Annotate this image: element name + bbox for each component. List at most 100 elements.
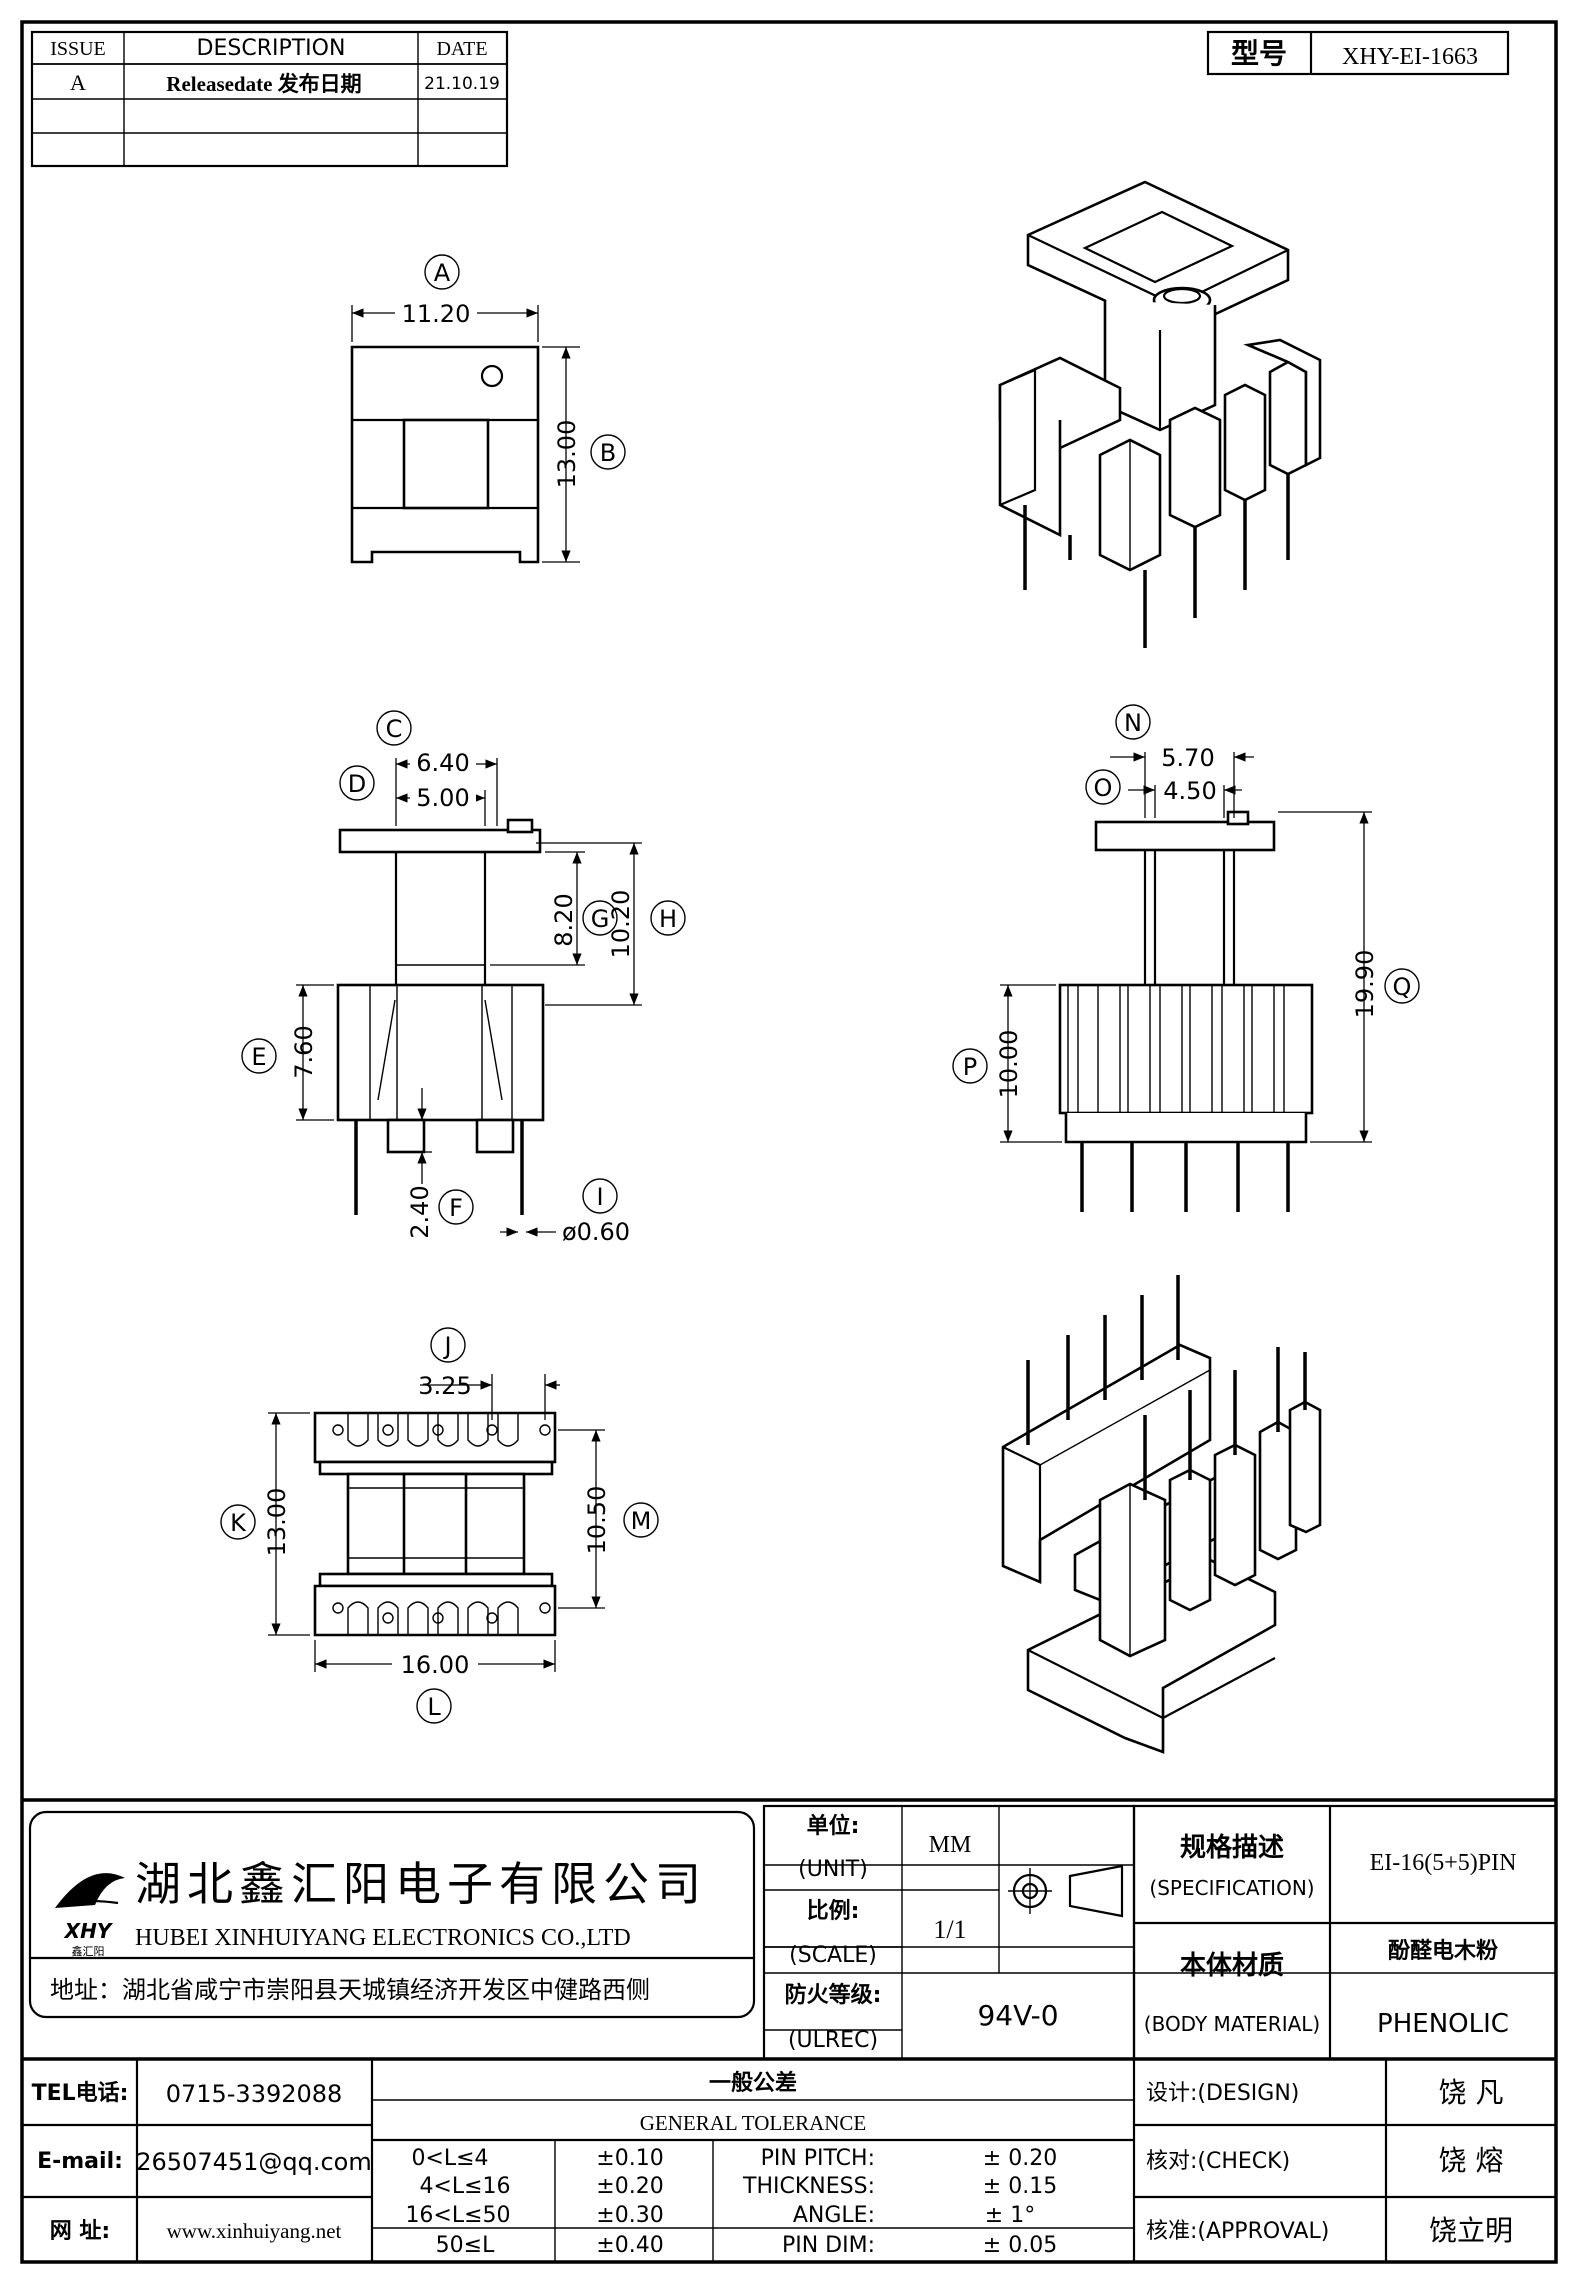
company-name-en: HUBEI XINHUIYANG ELECTRONICS CO.,LTD [135, 1925, 631, 1951]
tel-label: TEL电话: [32, 2081, 129, 2106]
scale-value: 1/1 [933, 1915, 966, 1944]
rev-row-issue: A [70, 70, 86, 95]
tol-item-value-3: ± 1° [985, 2203, 1035, 2228]
tol-item-2: THICKNESS: [742, 2174, 875, 2199]
company-address: 地址：湖北省咸宁市崇阳县天城镇经济开发区中健路西侧 [50, 1976, 650, 2004]
dim-j-label: J [442, 1332, 451, 1360]
dim-f-value: 2.40 [406, 1185, 434, 1238]
spec-label-en: (SPECIFICATION) [1149, 1876, 1314, 1900]
dim-i-label: I [596, 1183, 603, 1211]
tolerance-title-en: GENERAL TOLERANCE [640, 2111, 867, 2135]
dim-b-value: 13.00 [553, 420, 581, 489]
dim-q-label: Q [1393, 973, 1412, 1001]
tol-value-3: ±0.30 [596, 2203, 663, 2228]
scale-label-cn: 比例: [807, 1899, 860, 1924]
dim-i-value: ø0.60 [562, 1218, 630, 1246]
dim-l-value: 16.00 [401, 1651, 470, 1679]
design-name: 饶 凡 [1439, 2076, 1504, 2109]
dim-d-label: D [348, 770, 366, 798]
projection-symbol-icon [1008, 1864, 1124, 1918]
dim-m-label: M [631, 1507, 652, 1535]
iso-view-bottom [1001, 1275, 1322, 1754]
spec-label-cn: 规格描述 [1180, 1832, 1284, 1863]
model-box: 型号 XHY-EI-1663 [1206, 30, 1510, 76]
model-value: XHY-EI-1663 [1342, 44, 1478, 70]
approval-name: 饶立明 [1429, 2214, 1513, 2247]
tol-item-3: ANGLE: [793, 2203, 875, 2228]
tol-item-value-4: ± 0.05 [983, 2233, 1057, 2258]
tol-item-value-1: ± 0.20 [983, 2146, 1057, 2171]
web-value: www.xinhuiyang.net [167, 2219, 342, 2243]
design-label: 设计:(DESIGN) [1146, 2081, 1299, 2106]
company-logo: XHY 鑫汇阳 [55, 1873, 125, 1958]
dim-e-label: E [251, 1043, 266, 1071]
material-value-en: PHENOLIC [1377, 2009, 1509, 2039]
dim-b-label: B [600, 439, 616, 467]
dim-e-value: 7.60 [290, 1025, 318, 1078]
dim-d-value: 5.00 [416, 784, 469, 812]
dim-p-value: 10.00 [995, 1030, 1023, 1099]
dim-o-label: O [1094, 774, 1113, 802]
tol-value-4: ±0.40 [596, 2233, 663, 2258]
dim-c-value: 6.40 [416, 749, 469, 777]
fire-label-en: (ULREC) [788, 2028, 878, 2053]
tol-item-1: PIN PITCH: [761, 2146, 875, 2171]
dim-n-label: N [1124, 709, 1142, 737]
dim-m-value: 10.50 [583, 1486, 611, 1555]
model-label: 型号 [1231, 37, 1287, 70]
dim-h-label: H [659, 905, 677, 933]
rev-row-date: 21.10.19 [424, 74, 500, 94]
top-view: 11.20 A 13.00 B [350, 254, 626, 564]
material-label-cn: 本体材质 [1180, 1951, 1284, 1981]
tol-item-value-2: ± 0.15 [983, 2174, 1057, 2199]
title-block: XHY 鑫汇阳 湖北鑫汇阳电子有限公司 HUBEI XINHUIYANG ELE… [22, 1798, 1558, 2262]
fire-value: 94V-0 [977, 1999, 1058, 2032]
tol-value-1: ±0.10 [596, 2146, 663, 2171]
company-name-cn: 湖北鑫汇阳电子有限公司 [135, 1857, 707, 1911]
tel-value: 0715-3392088 [166, 2080, 343, 2108]
material-value-cn: 酚醛电木粉 [1388, 1939, 1498, 1964]
unit-label-en: (UNIT) [798, 1857, 868, 1882]
rev-header-date: DATE [436, 38, 487, 60]
dim-k-value: 13.00 [263, 1488, 291, 1557]
dim-l-label: L [427, 1693, 441, 1721]
check-label: 核对:(CHECK) [1146, 2149, 1290, 2174]
dim-a-value: 11.20 [402, 300, 471, 328]
tolerance-rows: 0<L≤4 ±0.10 PIN PITCH: ± 0.20 4<L≤16 ±0.… [405, 2146, 1057, 2258]
sheet-border [20, 20, 1558, 2264]
check-name: 饶 熔 [1439, 2144, 1504, 2177]
email-value: 26507451@qq.com [136, 2148, 372, 2176]
tol-value-2: ±0.20 [596, 2174, 663, 2199]
material-label-en: (BODY MATERIAL) [1144, 2012, 1320, 2036]
dim-f-label: F [449, 1194, 463, 1222]
email-label: E-mail: [37, 2149, 123, 2174]
side-view: 5.70 N 4.50 O 19.90 Q 10.00 P [952, 704, 1420, 1212]
rev-row-description: Releasedate 发布日期 [166, 72, 361, 96]
logo-text: XHY [63, 1919, 114, 1943]
tol-range-4: 50≤L [436, 2233, 495, 2258]
dim-p-label: P [963, 1053, 977, 1081]
dim-o-value: 4.50 [1163, 777, 1216, 805]
web-label: 网 址: [50, 2219, 110, 2244]
dim-n-value: 5.70 [1161, 744, 1214, 772]
dim-a-label: A [434, 259, 451, 287]
unit-value: MM [929, 1832, 972, 1858]
tol-item-4: PIN DIM: [782, 2233, 875, 2258]
approval-label: 核准:(APPROVAL) [1146, 2219, 1329, 2244]
unit-label-cn: 单位: [807, 1813, 860, 1839]
dim-j-value: 3.25 [418, 1372, 471, 1400]
tolerance-title-cn: 一般公差 [709, 2070, 797, 2096]
spec-value: EI-16(5+5)PIN [1370, 1850, 1517, 1876]
dim-c-label: C [386, 715, 403, 743]
scale-label-en: (SCALE) [789, 1943, 877, 1968]
logo-sub: 鑫汇阳 [72, 1944, 105, 1958]
dim-q-value: 19.90 [1351, 950, 1379, 1019]
revision-table: ISSUE DESCRIPTION DATE A Releasedate 发布日… [30, 30, 509, 168]
bottom-view: 3.25 J 13.00 K 10.50 M 16.00 L [220, 1327, 659, 1724]
dim-g-value: 8.20 [550, 893, 578, 946]
front-view: 6.40 C 5.00 D 8.20 G 10.20 H 7.60 E [241, 710, 686, 1246]
fire-label-cn: 防火等级: [785, 1982, 882, 2008]
dim-h-value: 10.20 [607, 890, 635, 959]
iso-view-top [998, 180, 1322, 648]
